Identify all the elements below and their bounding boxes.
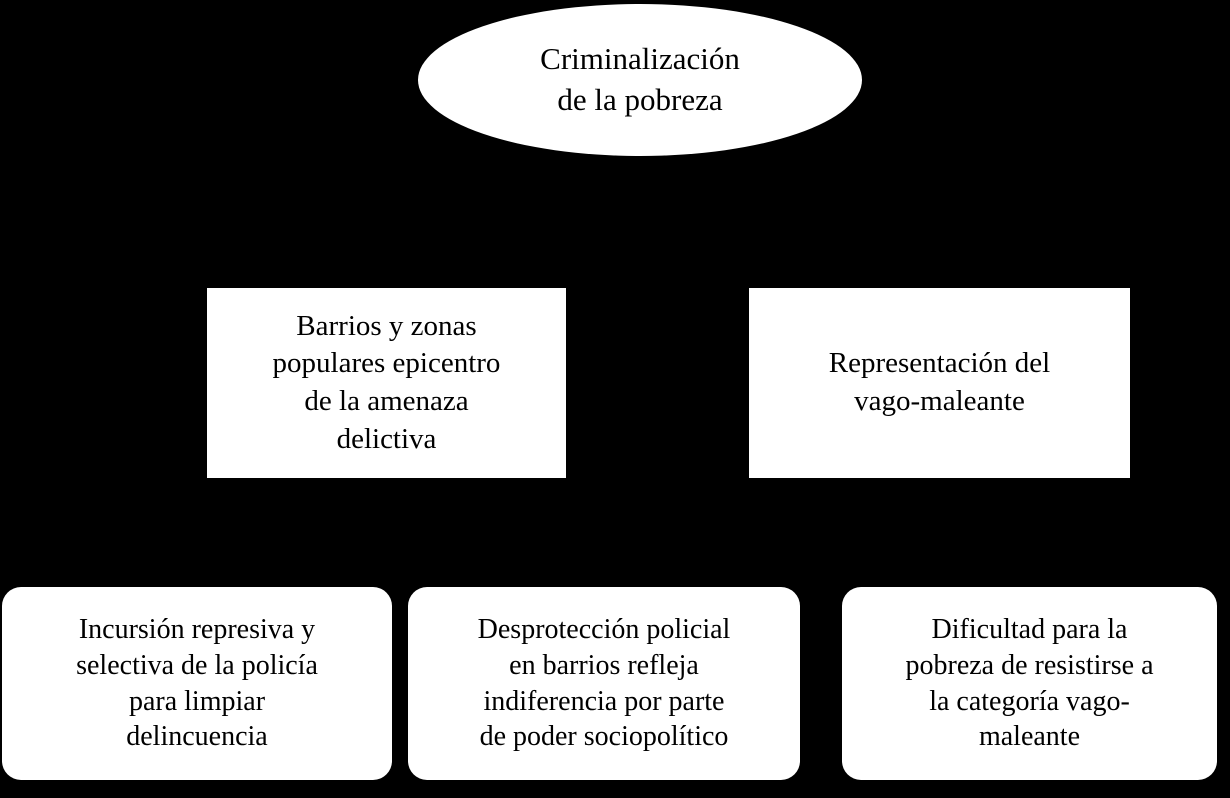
node-label: Desprotección policial en barrios reflej… bbox=[477, 614, 731, 753]
connector-barrios-to-desproteccion bbox=[384, 478, 606, 587]
connector-representacion-to-dificultad bbox=[938, 478, 1031, 587]
node-criminalizacion-de-la-pobreza: Criminalización de la pobreza bbox=[418, 4, 862, 156]
connector-barrios-to-incursion bbox=[195, 478, 388, 587]
node-representacion-del-vago-maleante: Representación del vago-maleante bbox=[749, 288, 1130, 478]
connector-root-to-barrios bbox=[384, 156, 642, 288]
node-label: Barrios y zonas populares epicentro de l… bbox=[272, 309, 501, 455]
node-label: Criminalización de la pobreza bbox=[540, 41, 740, 117]
node-label: Dificultad para la pobreza de resistirse… bbox=[905, 614, 1154, 753]
node-barrios-y-zonas-populares: Barrios y zonas populares epicentro de l… bbox=[207, 288, 566, 478]
connector-root-to-representacion bbox=[638, 156, 942, 288]
node-incursion-represiva-policia: Incursión represiva y selectiva de la po… bbox=[2, 587, 392, 780]
node-dificultad-pobreza-resistirse: Dificultad para la pobreza de resistirse… bbox=[842, 587, 1217, 780]
node-desproteccion-policial-barrios: Desprotección policial en barrios reflej… bbox=[408, 587, 800, 780]
node-label: Representación del vago-maleante bbox=[828, 347, 1051, 417]
node-label: Incursión represiva y selectiva de la po… bbox=[76, 614, 318, 753]
